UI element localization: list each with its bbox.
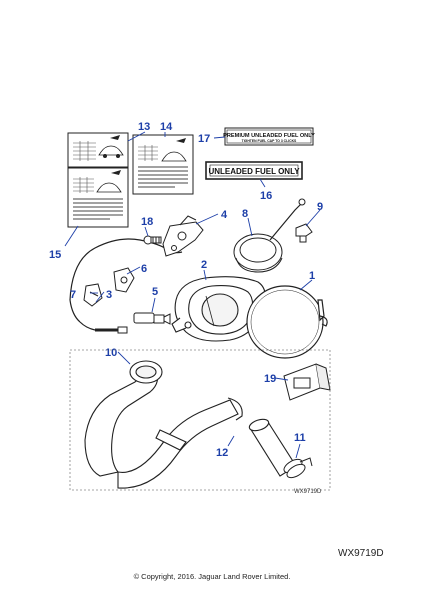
label-13-sticker xyxy=(67,132,129,168)
label-17-subtitle: TIGHTEN FUEL CAP TO 3 CLICKS xyxy=(242,139,297,143)
callout-17: 17 xyxy=(198,133,210,145)
callout-14: 14 xyxy=(160,121,173,133)
filler-cap-8 xyxy=(233,198,306,273)
filler-pipe-10 xyxy=(84,360,243,489)
clip-6 xyxy=(113,267,135,293)
hose-clips-11 xyxy=(283,457,313,479)
callout-19: 19 xyxy=(264,373,276,385)
housing-2 xyxy=(171,276,266,342)
callout-18: 18 xyxy=(141,216,153,228)
actuator-5 xyxy=(133,312,171,325)
illustration-code: WX9719D xyxy=(338,548,384,559)
label-15-sticker xyxy=(67,167,129,228)
callout-8: 8 xyxy=(242,208,248,220)
bolt-18 xyxy=(143,235,162,245)
callout-16: 16 xyxy=(260,190,272,202)
callout-5: 5 xyxy=(152,286,158,298)
callout-11: 11 xyxy=(294,432,306,444)
label-16-sticker: UNLEADED FUEL ONLY xyxy=(205,161,303,180)
label-17-sticker: PREMIUM UNLEADED FUEL ONLY TIGHTEN FUEL … xyxy=(223,127,315,146)
callout-1: 1 xyxy=(309,270,315,282)
part-callouts: 13 14 17 16 4 18 8 9 15 6 2 1 7 3 5 10 1… xyxy=(49,121,323,459)
label-16-text: UNLEADED FUEL ONLY xyxy=(208,167,300,176)
callout-7: 7 xyxy=(70,289,76,301)
assembly-group-box xyxy=(69,349,331,491)
callout-12: 12 xyxy=(216,447,228,459)
callout-9: 9 xyxy=(317,201,323,213)
callout-4: 4 xyxy=(221,209,228,221)
callout-13: 13 xyxy=(138,121,150,133)
drawing-code: WX9719D xyxy=(294,489,322,495)
label-14-sticker xyxy=(132,134,194,195)
callout-2: 2 xyxy=(201,259,207,271)
callout-10: 10 xyxy=(105,347,117,359)
copyright-notice: © Copyright, 2016. Jaguar Land Rover Lim… xyxy=(133,572,291,581)
leader-lines xyxy=(64,131,321,459)
callout-15: 15 xyxy=(49,249,61,261)
callout-6: 6 xyxy=(141,263,147,275)
bracket-19 xyxy=(283,363,331,401)
clip-9 xyxy=(295,223,313,243)
callout-3: 3 xyxy=(106,289,112,301)
fuel-flap-1 xyxy=(246,285,328,359)
release-lever-4 xyxy=(162,215,204,257)
clip-7 xyxy=(83,283,103,307)
label-17-title: PREMIUM UNLEADED FUEL ONLY xyxy=(223,133,315,139)
